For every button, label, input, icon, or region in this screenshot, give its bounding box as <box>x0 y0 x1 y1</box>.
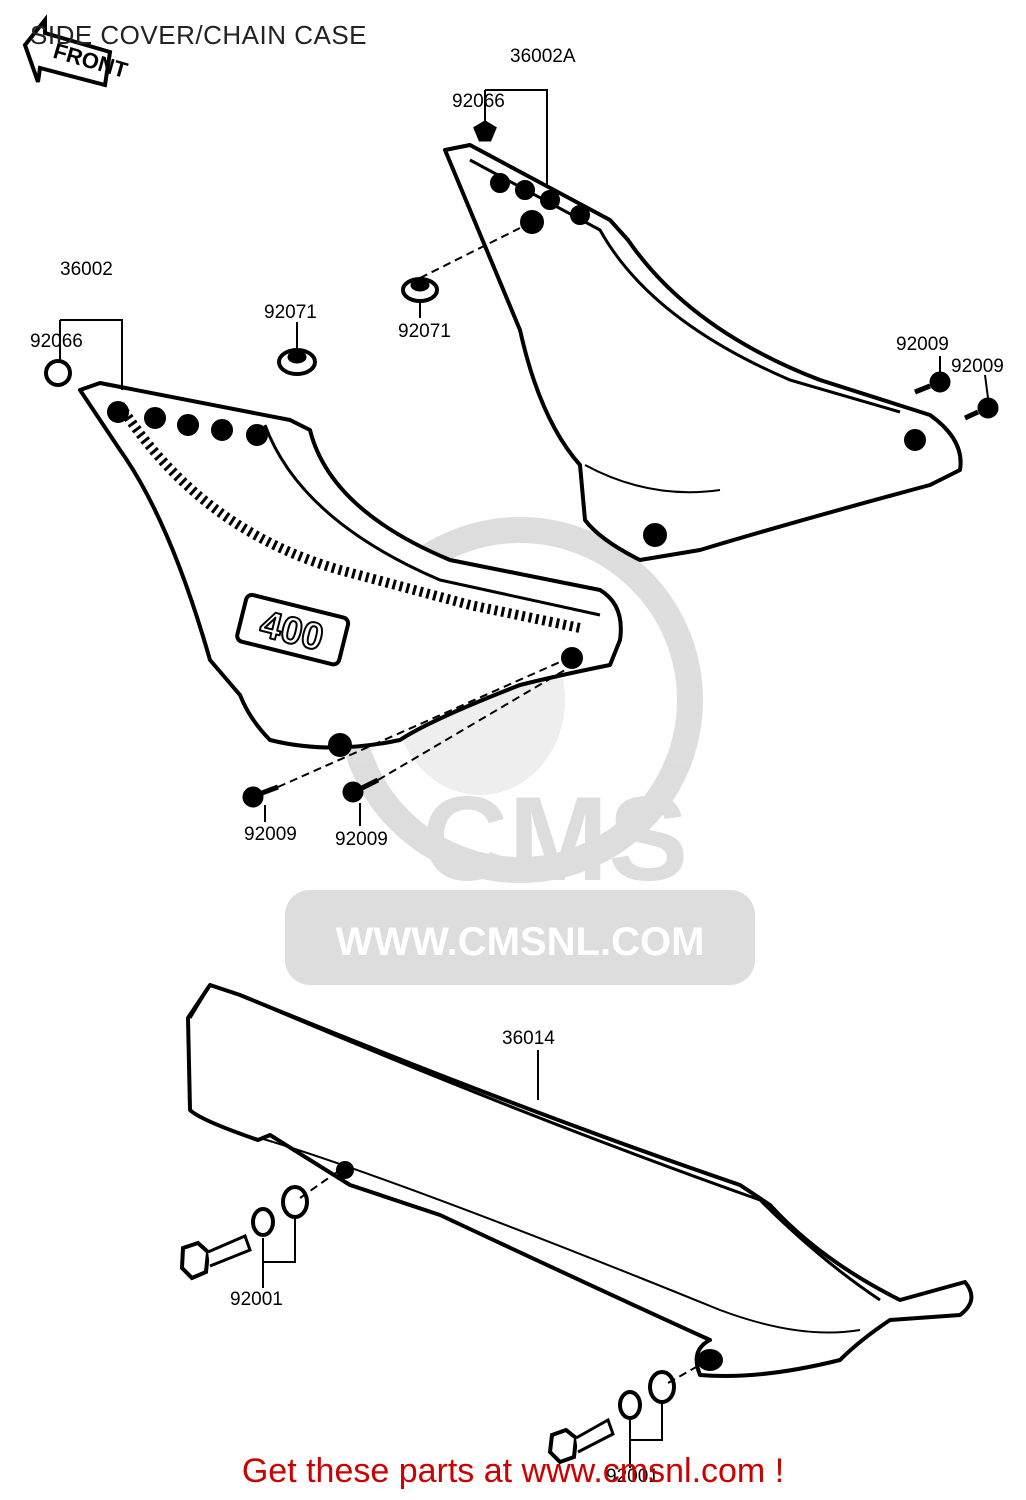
label-36002: 36002 <box>60 259 113 280</box>
collar-92071-right <box>401 277 439 303</box>
screw-92009-b1 <box>242 784 279 808</box>
screw-92009-b2 <box>342 777 380 803</box>
diagram-title: SIDE COVER/CHAIN CASE <box>30 20 368 50</box>
label-92071-left: 92071 <box>264 302 317 323</box>
label-92066-top: 92066 <box>452 91 505 112</box>
part-labels: 36002A 92066 92071 36002 92066 92071 920… <box>30 46 1004 1487</box>
watermark-logo: CMS <box>422 772 689 906</box>
label-92009-b1: 92009 <box>244 824 297 845</box>
footer-link-text[interactable]: Get these parts at www.cmsnl.com ! <box>241 1452 785 1490</box>
chain-case <box>186 983 974 1378</box>
bolt-92001-left <box>179 1185 309 1281</box>
label-92001-bottom: 92001 <box>606 1466 659 1487</box>
label-92009-b2: 92009 <box>335 829 388 850</box>
front-arrow: FRONT <box>22 14 131 88</box>
watermark-url: WWW.CMSNL.COM <box>336 920 705 964</box>
leader-lines <box>59 89 989 1468</box>
collar-92071-left <box>277 348 317 376</box>
label-92066-left: 92066 <box>30 331 83 352</box>
grommet-92066-left <box>44 359 72 387</box>
screw-92009-r2 <box>963 397 999 421</box>
bolt-92001-bottom <box>547 1370 676 1465</box>
side-cover-left: 400 <box>78 381 623 757</box>
hardware <box>44 120 999 1465</box>
label-92009-r1: 92009 <box>896 334 949 355</box>
grommet-92066-top <box>473 120 497 142</box>
label-92071-right: 92071 <box>398 321 451 342</box>
label-36002A: 36002A <box>510 46 576 67</box>
label-92001-left: 92001 <box>230 1289 283 1310</box>
label-92009-r2: 92009 <box>951 356 1004 377</box>
side-cover-right <box>443 143 963 562</box>
label-36014: 36014 <box>502 1028 555 1049</box>
